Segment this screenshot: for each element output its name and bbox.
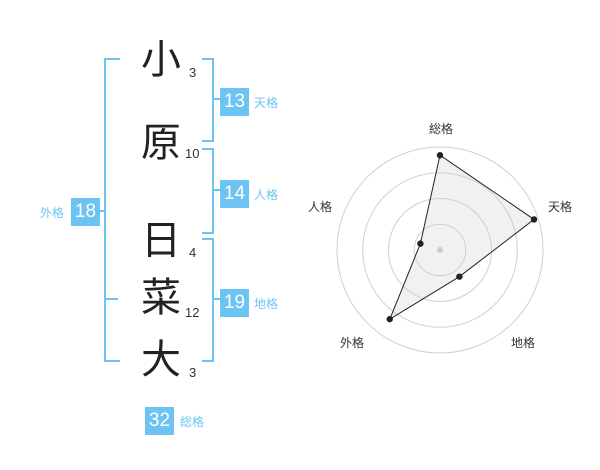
radar-center-dot bbox=[437, 247, 443, 253]
chikaku-bracket bbox=[202, 238, 214, 362]
stroke-count-2: 10 bbox=[185, 146, 200, 161]
chikaku-label: 地格 bbox=[254, 297, 279, 311]
name-char-1: 小 bbox=[141, 37, 181, 83]
tenkaku-label: 天格 bbox=[254, 96, 279, 110]
radar-point-3 bbox=[456, 273, 463, 280]
stroke-count-1: 3 bbox=[189, 65, 197, 80]
soukaku-label: 総格 bbox=[180, 415, 205, 429]
radar-axis-label-4: 外格 bbox=[340, 335, 364, 350]
tenkaku-bracket-tick bbox=[212, 98, 220, 100]
radar-ring-3 bbox=[362, 172, 518, 328]
radar-axis-label-5: 人格 bbox=[308, 199, 332, 214]
name-char-2: 原 bbox=[141, 120, 181, 166]
jinkaku-value-badge: 14 bbox=[220, 180, 249, 208]
radar-axis-label-2: 天格 bbox=[548, 199, 572, 214]
chikaku-value-badge: 19 bbox=[220, 289, 249, 317]
stroke-count-4: 12 bbox=[185, 305, 200, 320]
gaikaku-bracket bbox=[104, 58, 120, 362]
stroke-count-3: 4 bbox=[189, 245, 197, 260]
gaikaku-bracket-tick bbox=[96, 210, 104, 212]
radar-ring-2 bbox=[388, 198, 492, 302]
radar-axis-label-1: 総格 bbox=[429, 121, 453, 136]
radar-point-5 bbox=[417, 240, 424, 247]
radar-point-1 bbox=[436, 152, 444, 159]
name-char-4: 菜 bbox=[141, 275, 181, 321]
jinkaku-bracket-tick bbox=[212, 189, 220, 191]
radar-point-2 bbox=[530, 216, 538, 223]
tenkaku-value-badge: 13 bbox=[220, 88, 249, 116]
gaikaku-label: 外格 bbox=[40, 206, 65, 220]
radar-point-4 bbox=[386, 315, 393, 323]
tenkaku-bracket bbox=[202, 58, 214, 142]
chikaku-bracket-tick bbox=[212, 298, 220, 300]
radar-ring-4 bbox=[336, 146, 544, 354]
name-char-5: 大 bbox=[141, 337, 181, 383]
soukaku-value-badge: 32 bbox=[145, 407, 174, 435]
jinkaku-label: 人格 bbox=[254, 188, 279, 202]
gaikaku-value-badge: 18 bbox=[71, 198, 100, 226]
radar-data-polygon bbox=[388, 154, 535, 321]
gaikaku-bracket-mid bbox=[104, 298, 118, 300]
radar-axis-label-3: 地格 bbox=[511, 335, 535, 350]
name-char-3: 日 bbox=[141, 218, 181, 264]
jinkaku-bracket bbox=[202, 148, 214, 234]
radar-ring-1 bbox=[413, 223, 467, 277]
stroke-count-5: 3 bbox=[189, 365, 197, 380]
